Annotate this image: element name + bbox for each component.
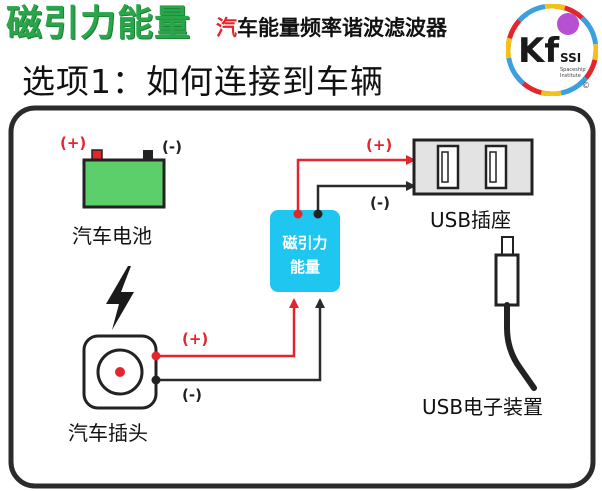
usb-socket-label: USB插座 [430,208,511,232]
energy-box [270,210,340,292]
lightning-icon [106,266,134,330]
battery-minus-label: (-) [162,138,182,156]
battery-label: 汽车电池 [72,224,152,248]
usb-cable-icon [494,236,537,391]
usb-positive-wire [296,155,416,210]
usb-minus-label: (-) [370,194,390,212]
usb-negative-wire [316,181,416,210]
header-subtitle-rest: 车能量频率谐波滤波器 [237,16,447,40]
plug-minus-label: (-) [182,386,202,404]
plug-plus-label: (+) [182,330,208,348]
battery-icon [82,149,166,209]
logo-copyright: © [582,81,590,90]
usb-plus-label: (+) [366,136,392,154]
logo-letters: Kf [518,31,560,71]
plug-positive-wire [160,298,299,358]
usb-device-label: USB电子装置 [422,395,543,419]
battery-plus-label: (+) [60,134,86,152]
energy-box-negative-terminal [313,209,323,219]
header-subtitle-accent: 汽 [216,16,237,40]
header-title: 磁引力能量 [6,3,192,44]
plug-label: 汽车插头 [68,421,148,445]
logo-ssi: SSI [560,51,581,65]
logo-tagline-2: Institute [560,73,581,79]
energy-box-positive-terminal [293,209,303,219]
header-subtitle: 汽车能量频率谐波滤波器 [216,14,447,42]
plug-negative-wire [160,298,325,382]
usb-socket-icon [412,138,534,196]
energy-box-line1: 磁引力 [282,234,327,252]
logo-tagline-1: Spaceship [560,67,586,73]
kfssi-logo: Kf SSI Spaceship Institute © [506,4,598,96]
car-plug-icon [82,334,161,410]
energy-box-line2: 能量 [290,258,320,276]
option-title: 选项1：如何连接到车辆 [22,62,384,101]
